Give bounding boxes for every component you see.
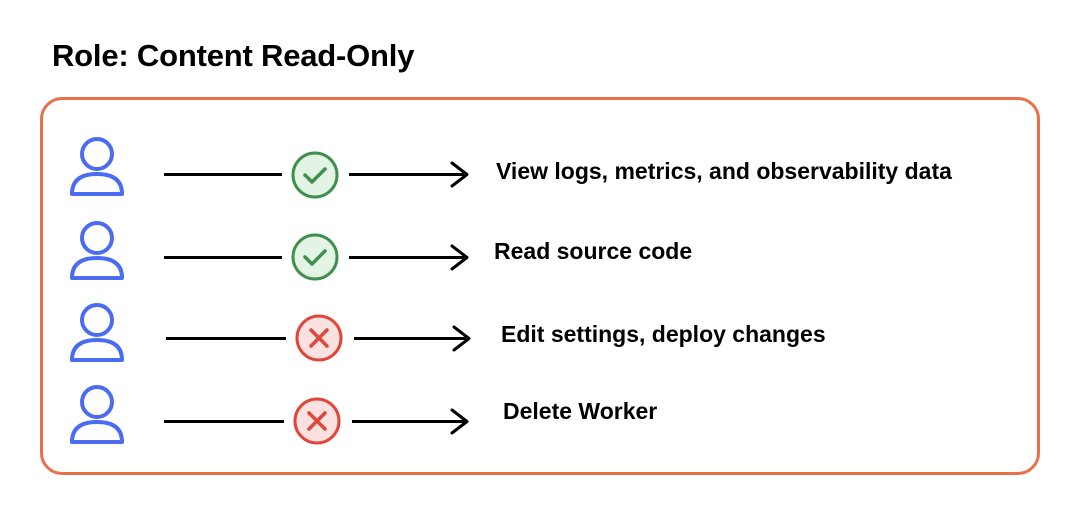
check-circle-icon [291, 151, 339, 199]
user-icon [70, 385, 124, 444]
arrowhead-icon [450, 161, 469, 188]
connector-line [164, 420, 284, 423]
arrowhead-icon [452, 325, 471, 352]
user-icon [70, 221, 124, 280]
permission-label: Delete Worker [503, 398, 658, 424]
user-icon [70, 137, 124, 196]
connector-line [164, 256, 282, 259]
arrowhead-icon [450, 408, 469, 435]
permission-row: Delete Worker [0, 380, 1080, 464]
x-circle-icon [295, 314, 343, 362]
connector-line [164, 173, 282, 176]
connector-arrow-line [354, 337, 466, 340]
permission-label: Read source code [494, 238, 693, 264]
check-circle-icon [291, 233, 339, 281]
user-icon [70, 303, 124, 362]
role-frame [40, 97, 1040, 475]
permission-label: View logs, metrics, and observability da… [496, 158, 952, 184]
x-circle-icon [293, 397, 341, 445]
connector-line [166, 337, 286, 340]
permission-row: Read source code [0, 216, 1080, 300]
permission-row: View logs, metrics, and observability da… [0, 132, 1080, 216]
connector-arrow-line [349, 256, 464, 259]
permission-label: Edit settings, deploy changes [501, 321, 826, 347]
permission-row: Edit settings, deploy changes [0, 298, 1080, 382]
connector-arrow-line [352, 420, 464, 423]
diagram-title: Role: Content Read-Only [52, 38, 415, 73]
connector-arrow-line [349, 173, 464, 176]
arrowhead-icon [450, 244, 469, 271]
